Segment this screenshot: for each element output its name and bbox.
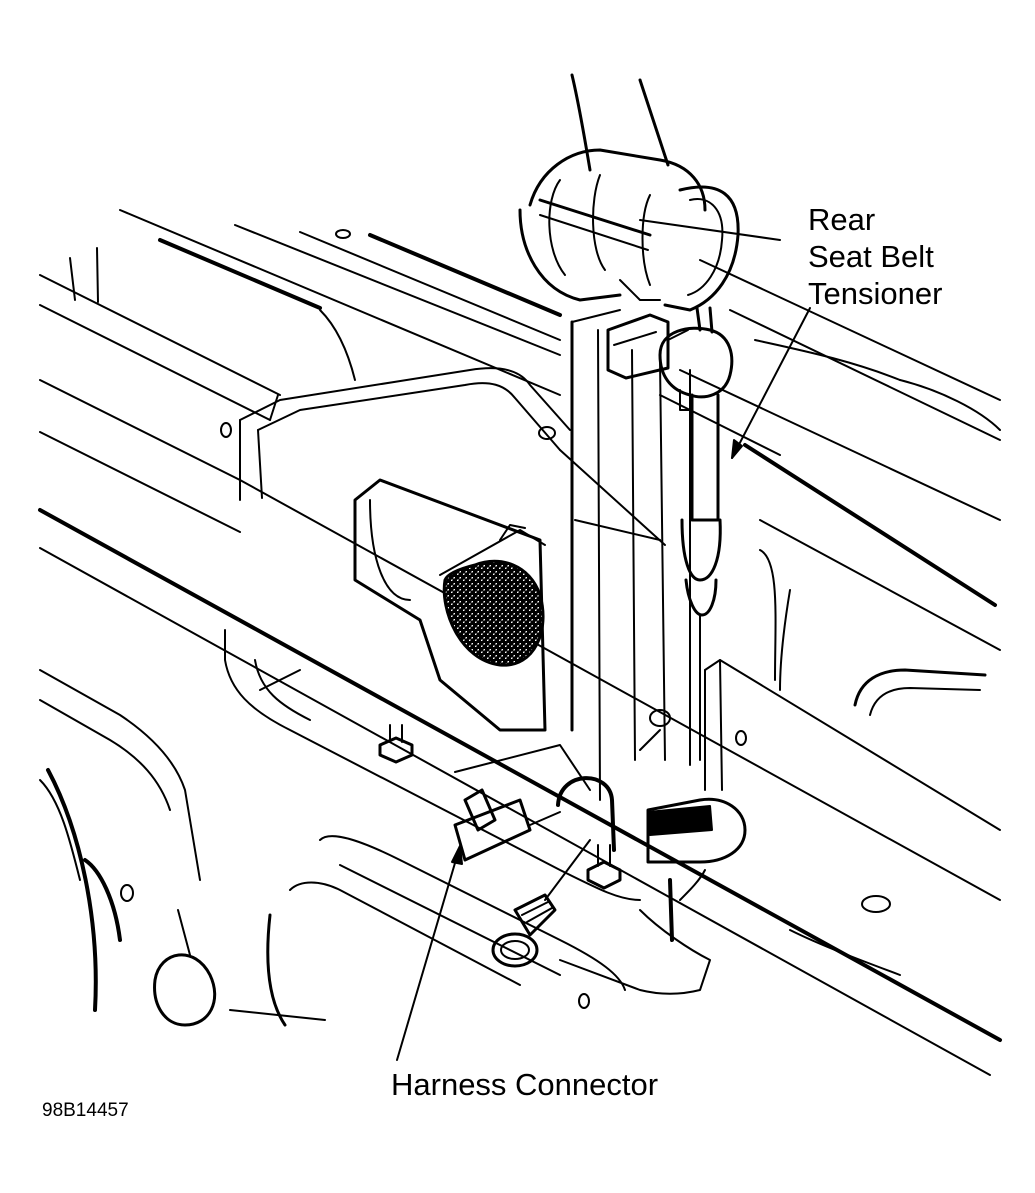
figure-id: 98B14457 xyxy=(42,1100,129,1121)
retractor-housing xyxy=(518,73,740,312)
body-panel-upper xyxy=(39,209,562,533)
mounting-bolt xyxy=(491,839,591,968)
tensioner-unit xyxy=(606,306,734,761)
harness-connector-label: Harness Connector xyxy=(391,1067,659,1102)
mounting-studs xyxy=(378,724,622,890)
clip-bracket xyxy=(646,797,747,864)
anchor-plate xyxy=(570,309,691,801)
mounting-bracket xyxy=(239,367,666,546)
tensioner-leader-line xyxy=(731,307,811,459)
tensioner-label-line-3: Tensioner xyxy=(808,276,943,311)
harness-leader-line xyxy=(396,845,463,1061)
bracket-assembly xyxy=(353,478,547,732)
harness-connector xyxy=(453,744,616,862)
tensioner-label-line-1: Rear xyxy=(808,202,876,237)
body-panel-right xyxy=(639,219,1001,651)
tensioner-label-line-2: Seat Belt xyxy=(808,239,934,274)
rear-seat-belt-tensioner-label: Rear Seat Belt Tensioner xyxy=(808,201,942,312)
floor-panel-lower xyxy=(39,549,987,1027)
